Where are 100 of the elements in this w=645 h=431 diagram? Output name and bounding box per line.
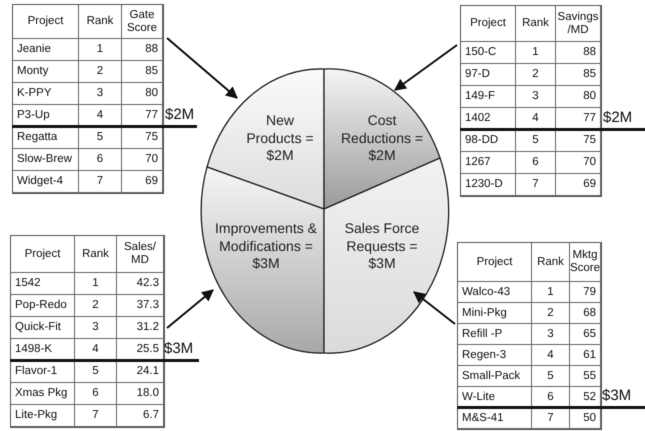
table-cell-text: 75: [145, 131, 158, 144]
data-table: [10, 235, 165, 428]
table-cell-text: Pop-Redo: [15, 299, 67, 312]
column-header: Rank: [82, 248, 109, 260]
table-cell-text: 3: [96, 87, 104, 100]
table-cell-text: Mini-Pkg: [462, 306, 507, 320]
column-header: Gate Score: [126, 8, 158, 34]
table-cell-text: 88: [145, 43, 158, 56]
arrow: [166, 289, 214, 329]
table-cell-text: 77: [145, 109, 158, 122]
table-cell-text: 70: [583, 156, 596, 169]
table-cell-text: 1542: [15, 277, 41, 290]
table-cell-text: Slow-Brew: [17, 153, 72, 166]
table-cell-text: 1: [92, 277, 99, 290]
table-cell-text: 6.7: [143, 409, 159, 422]
table-cell-text: 1267: [465, 156, 491, 169]
column-header: Rank: [522, 17, 549, 30]
table-cell-text: 7: [96, 175, 104, 188]
table-cell-text: 5: [532, 134, 539, 147]
column-header: Rank: [86, 15, 114, 28]
table-cell-text: 24.1: [136, 365, 159, 378]
table-cell-text: Lite-Pkg: [15, 409, 58, 422]
column-header: Mktg Score: [570, 249, 600, 275]
column-header: Rank: [537, 256, 564, 268]
table-cell-text: 150-C: [465, 46, 496, 59]
table-cell-text: 31.2: [136, 321, 159, 334]
table-cell-text: Flavor-1: [15, 365, 58, 378]
table-cell-text: 97-D: [465, 68, 490, 81]
table-cell-text: 68: [583, 306, 596, 320]
budget-label: $2M: [603, 109, 632, 126]
table-cell-text: 7: [547, 412, 554, 424]
table-cell-text: 85: [583, 68, 596, 81]
table-cell-text: 65: [583, 328, 596, 340]
table-cell-text: 1: [532, 46, 539, 59]
table-cell-text: Refill -P: [462, 328, 502, 340]
table-cell-text: 4: [547, 348, 554, 362]
table-cell-text: 4: [532, 112, 539, 125]
table-cell-text: 7: [532, 178, 539, 191]
table-cell-text: 37.3: [136, 299, 159, 312]
column-header: Project: [470, 17, 506, 30]
arrow: [394, 44, 458, 91]
column-header: Project: [28, 15, 64, 28]
table-cell-text: Widget-4: [17, 175, 64, 188]
table-cell-text: 2: [547, 306, 554, 320]
table-cell-text: Quick-Fit: [15, 321, 61, 334]
slice-label: Sales Force Requests = $3M: [344, 220, 420, 272]
table-cell-text: 6: [532, 156, 539, 169]
column-header: Savings /MD: [558, 10, 598, 36]
column-header: Project: [24, 248, 60, 260]
table-cell-text: 18.0: [136, 387, 159, 400]
table-cell-text: 80: [583, 90, 596, 103]
table-cell-text: P3-Up: [17, 109, 50, 122]
table-cell-text: 1498-K: [15, 343, 52, 356]
table-cell-text: Small-Pack: [462, 370, 520, 382]
column-header: Sales/ MD: [123, 241, 157, 267]
table-cell-text: 69: [583, 178, 596, 191]
table-cell-text: 70: [145, 153, 158, 166]
data-table: [457, 242, 602, 430]
table-cell-text: 25.5: [136, 343, 159, 356]
table-cell-text: M&S-41: [462, 412, 504, 424]
table-cell-text: K-PPY: [17, 87, 52, 100]
data-table: [12, 4, 164, 194]
arrow: [166, 37, 238, 99]
table-cell-text: 50: [583, 412, 596, 424]
table-cell-text: Walco-43: [462, 286, 510, 298]
table-cell-text: 6: [92, 387, 99, 400]
slice-label: Cost Reductions = $2M: [340, 112, 424, 164]
table-cell-text: Regatta: [17, 131, 58, 144]
table-cell-text: Xmas Pkg: [15, 387, 68, 400]
table-cell-text: 80: [145, 87, 158, 100]
table-cell-text: 1: [547, 286, 554, 298]
table-cell-text: 69: [145, 175, 158, 188]
table-cell-text: 79: [583, 286, 596, 298]
budget-label: $3M: [602, 387, 632, 404]
table-cell-text: 6: [96, 153, 104, 166]
budget-label: $2M: [165, 106, 194, 123]
table-cell-text: 75: [583, 134, 596, 147]
table-cell-text: 4: [96, 109, 104, 122]
table-cell-text: Monty: [17, 65, 48, 78]
table-cell-text: 77: [583, 112, 596, 125]
arrow: [413, 291, 456, 325]
table-cell-text: 1402: [465, 112, 491, 125]
data-table: [460, 5, 602, 197]
table-cell-text: 61: [583, 348, 596, 362]
table-cell-text: 3: [547, 328, 554, 340]
slice-label: Improvements & Modifications = $3M: [214, 220, 318, 272]
table-cell-text: Regen-3: [462, 348, 506, 362]
table-cell-text: 6: [547, 390, 554, 404]
table-cell-text: 1230-D: [465, 178, 503, 191]
table-cell-text: 5: [547, 370, 554, 382]
table-cell-text: 42.3: [136, 277, 159, 290]
table-cell-text: 3: [92, 321, 99, 334]
table-cell-text: Jeanie: [17, 43, 51, 56]
table-cell-text: 7: [92, 409, 99, 422]
table-cell-text: 2: [532, 68, 539, 81]
column-header: Project: [476, 256, 512, 268]
table-cell-text: 2: [96, 65, 104, 78]
table-cell-text: 55: [583, 370, 596, 382]
table-cell-text: 88: [583, 46, 596, 59]
table-cell-text: W-Lite: [462, 390, 496, 404]
